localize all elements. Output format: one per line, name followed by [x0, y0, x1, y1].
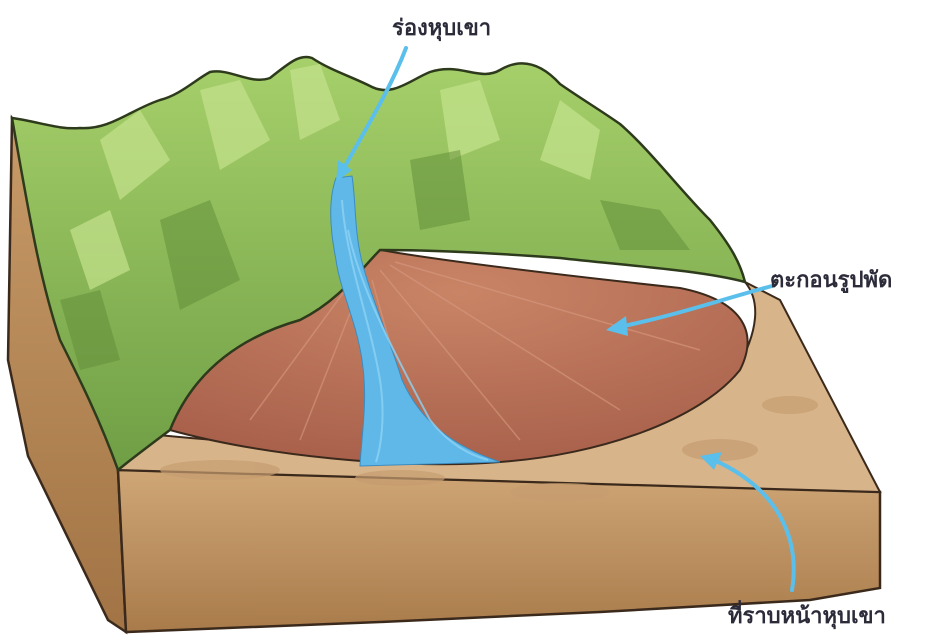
label-piedmont-plain: ที่ราบหน้าหุบเขา — [728, 598, 886, 633]
label-gorge: ร่องหุบเขา — [392, 10, 491, 45]
label-alluvial-fan: ตะกอนรูปพัด — [770, 262, 892, 297]
